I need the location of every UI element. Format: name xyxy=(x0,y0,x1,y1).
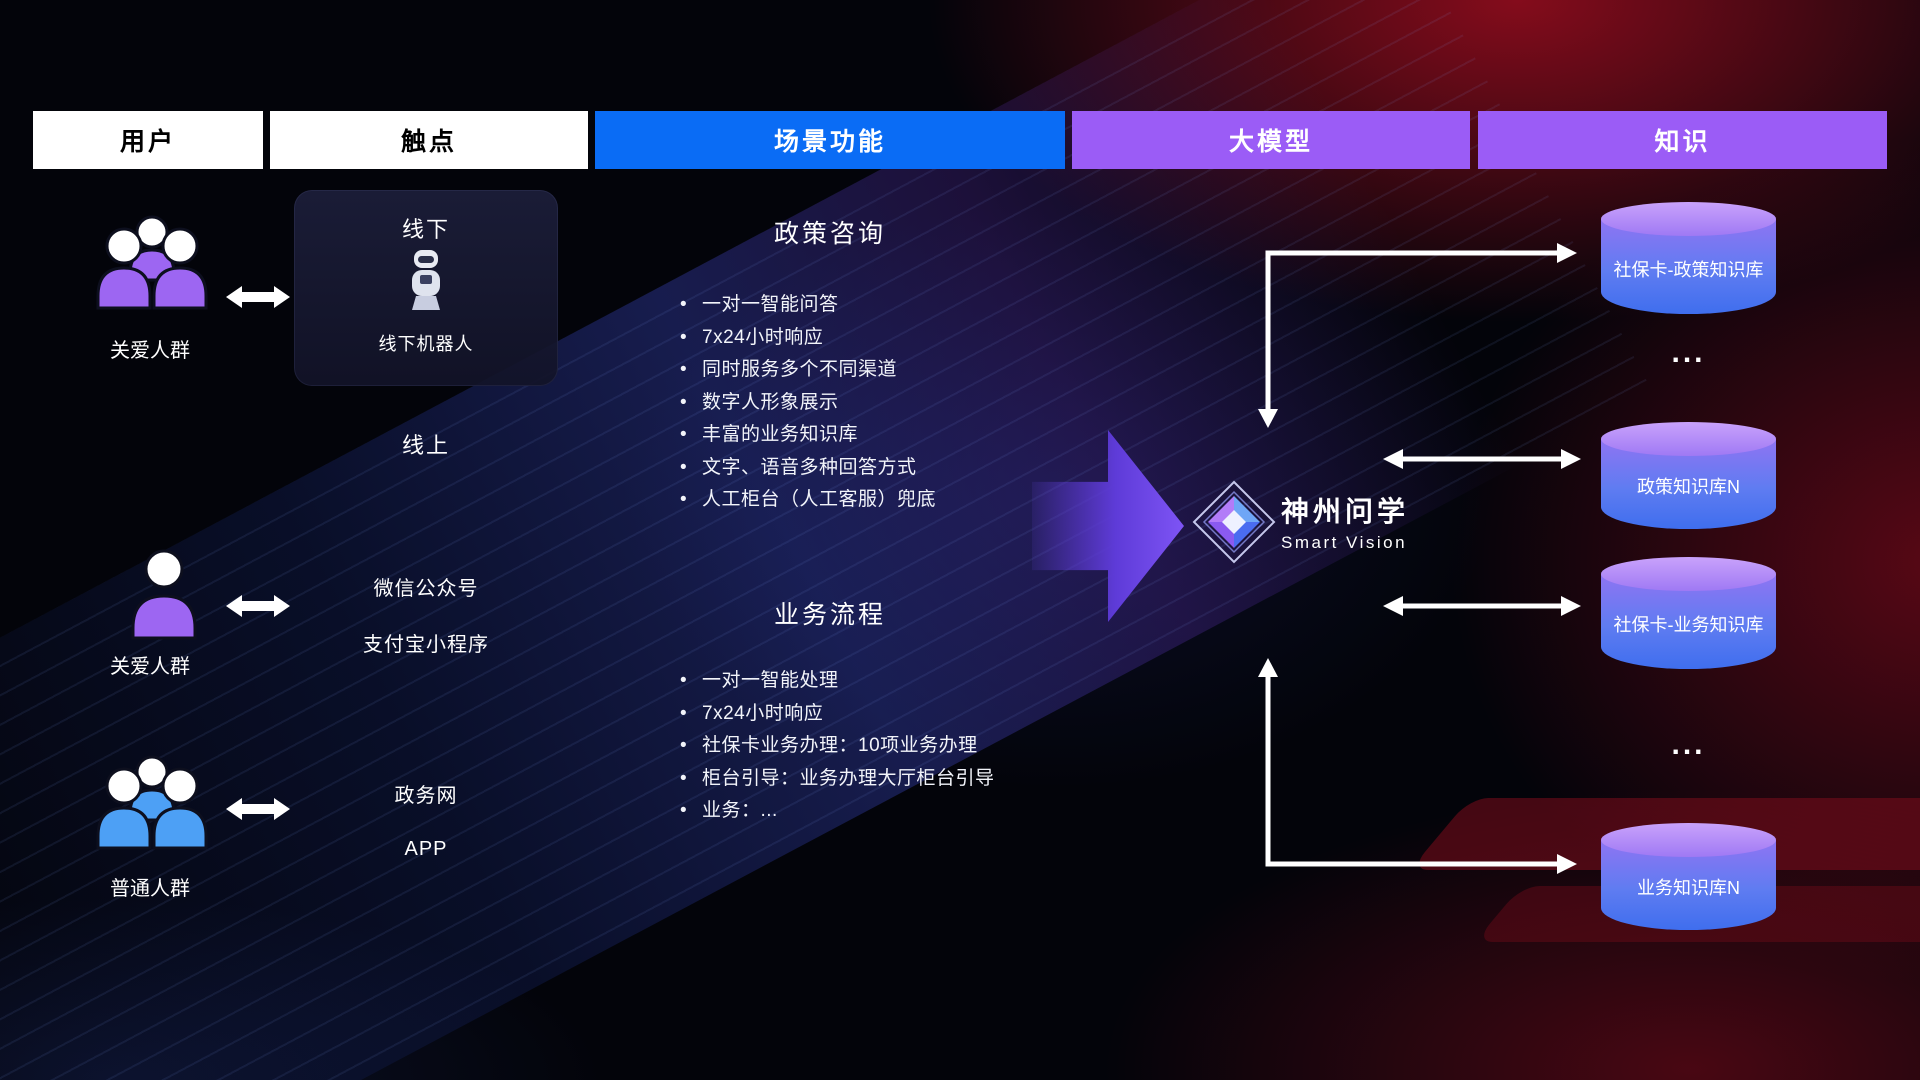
person-icon xyxy=(131,549,197,640)
db-cylinder-top xyxy=(1601,557,1776,591)
double-arrow-icon xyxy=(226,286,290,308)
channel-wechat: 微信公众号 xyxy=(373,578,479,600)
header-column-knowledge: 知识 xyxy=(1478,111,1887,169)
online-title: 线上 xyxy=(401,433,450,458)
header-column-users: 用户 xyxy=(33,111,263,169)
knowledge-db-policy-ssc: 社保卡-政策知识库 xyxy=(1601,202,1776,314)
db-label: 社保卡-业务知识库 xyxy=(1613,614,1764,635)
list-item: 业务：... xyxy=(678,795,1148,828)
db-cylinder-top xyxy=(1601,202,1776,236)
list-item: 7x24小时响应 xyxy=(678,322,1148,355)
user-label: 普通人群 xyxy=(110,878,190,900)
db-label: 社保卡-政策知识库 xyxy=(1613,259,1764,280)
header-column-touchpoints: 触点 xyxy=(270,111,588,169)
list-item: 柜台引导：业务办理大厅柜台引导 xyxy=(678,763,1148,796)
list-item: 一对一智能问答 xyxy=(678,289,1148,322)
ellipsis-label: ... xyxy=(1671,728,1706,761)
channel-app: APP xyxy=(404,838,448,860)
scene-business-list: 一对一智能处理 7x24小时响应 社保卡业务办理：10项业务办理 柜台引导：业务… xyxy=(678,665,1148,828)
db-label: 业务知识库N xyxy=(1637,878,1740,899)
double-arrow-icon xyxy=(226,798,290,820)
double-arrow-icon xyxy=(226,595,290,617)
list-item: 社保卡业务办理：10项业务办理 xyxy=(678,730,1148,763)
user-label: 关爱人群 xyxy=(110,656,190,678)
list-item: 人工柜台（人工客服）兜底 xyxy=(678,484,1148,517)
list-item: 7x24小时响应 xyxy=(678,698,1148,731)
channel-gov-web: 政务网 xyxy=(394,785,458,807)
list-item: 同时服务多个不同渠道 xyxy=(678,354,1148,387)
scene-policy-list: 一对一智能问答 7x24小时响应 同时服务多个不同渠道 数字人形象展示 丰富的业… xyxy=(678,289,1148,517)
people-group-icon xyxy=(96,755,208,850)
header-column-scene-functions: 场景功能 xyxy=(595,111,1065,169)
knowledge-db-business-n: 业务知识库N xyxy=(1601,823,1776,930)
list-item: 丰富的业务知识库 xyxy=(678,419,1148,452)
db-cylinder-top xyxy=(1601,422,1776,456)
header-column-large-model: 大模型 xyxy=(1072,111,1470,169)
smart-vision-logo-icon xyxy=(1192,480,1276,564)
db-label: 政策知识库N xyxy=(1637,477,1740,498)
knowledge-db-policy-n: 政策知识库N xyxy=(1601,422,1776,529)
model-name: 神州问学 xyxy=(1281,496,1410,527)
list-item: 文字、语音多种回答方式 xyxy=(678,452,1148,485)
offline-robot-label: 线下机器人 xyxy=(378,334,474,354)
user-label: 关爱人群 xyxy=(110,340,190,362)
scene-title-policy: 政策咨询 xyxy=(773,220,886,248)
channel-alipay: 支付宝小程序 xyxy=(363,634,489,656)
robot-icon xyxy=(412,250,440,310)
knowledge-db-business-ssc: 社保卡-业务知识库 xyxy=(1601,557,1776,669)
offline-title: 线下 xyxy=(401,217,450,242)
list-item: 数字人形象展示 xyxy=(678,387,1148,420)
ellipsis-label: ... xyxy=(1671,336,1706,369)
list-item: 一对一智能处理 xyxy=(678,665,1148,698)
scene-title-business: 业务流程 xyxy=(773,601,886,629)
people-group-icon xyxy=(96,215,208,310)
model-subtitle: Smart Vision xyxy=(1281,533,1408,552)
model-logo-text: 神州问学 Smart Vision xyxy=(1281,490,1409,553)
db-cylinder-top xyxy=(1601,823,1776,857)
